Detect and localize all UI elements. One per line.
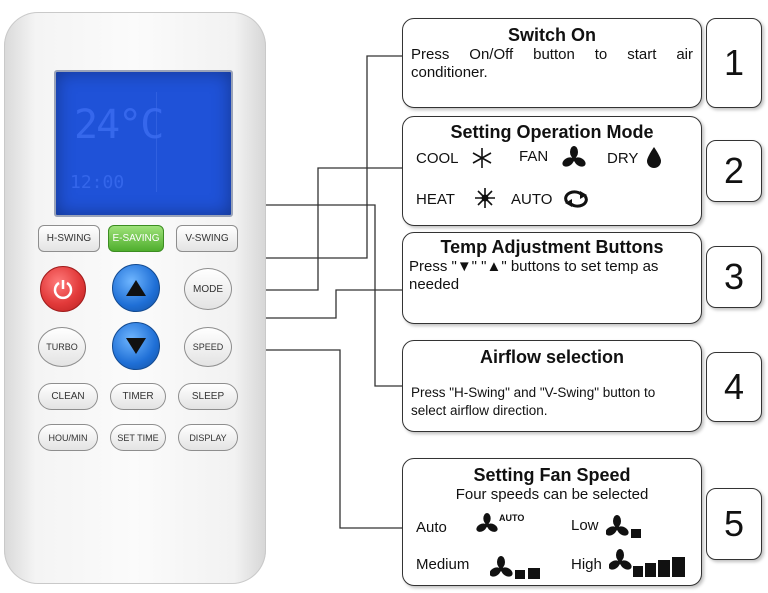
temp-down-button[interactable] [112, 322, 160, 370]
step-number: 2 [706, 140, 762, 202]
fan-icon [476, 513, 498, 532]
step-number: 3 [706, 246, 762, 308]
speed-medium-label: Medium [416, 556, 470, 573]
callout-airflow: Airflow selection Press "H-Swing" and "V… [402, 340, 702, 432]
mode-cool-label: COOL [416, 150, 459, 167]
e-saving-button[interactable]: E-SAVING [108, 225, 164, 252]
callout-text: Press "▼" "▲" buttons to set temp as nee… [409, 258, 659, 293]
callout-title: Switch On [507, 25, 596, 45]
callout-title: Temp Adjustment Buttons [440, 237, 664, 257]
callout-switch-on: Switch On Press On/Off button to start a… [402, 18, 702, 108]
callout-operation-mode: Setting Operation Mode [402, 116, 702, 226]
lcd-time: 12:00 [70, 172, 125, 193]
turbo-button[interactable]: TURBO [38, 327, 86, 367]
v-swing-button[interactable]: V-SWING [176, 225, 238, 252]
step-number: 5 [706, 488, 762, 560]
arrow-up-icon [126, 280, 146, 296]
mode-button[interactable]: MODE [184, 268, 232, 310]
callout-title: Setting Operation Mode [450, 122, 654, 142]
step-number: 1 [706, 18, 762, 108]
mode-dry-label: DRY [607, 150, 639, 167]
mode-auto-label: AUTO [511, 191, 553, 208]
power-icon [53, 280, 73, 300]
clean-button[interactable]: CLEAN [38, 383, 98, 410]
step-number: 4 [706, 352, 762, 422]
temp-up-button[interactable] [112, 264, 160, 312]
fan-speed-high-icon [609, 549, 685, 577]
lcd-divider [156, 92, 157, 192]
callout-subtitle: Four speeds can be selected [455, 486, 649, 503]
hou-min-button[interactable]: HOU/MIN [38, 424, 98, 451]
callout-text: Press "H-Swing" and "V-Swing" button to … [411, 385, 656, 418]
set-time-button[interactable]: SET TIME [110, 424, 166, 451]
speed-auto-label: Auto [416, 519, 447, 536]
arrow-down-icon [126, 338, 146, 354]
snowflake-icon [472, 148, 492, 168]
callout-temp-adjustment: Temp Adjustment Buttons Press "▼" "▲" bu… [402, 232, 702, 324]
callout-title: Airflow selection [479, 347, 625, 367]
cycle-icon [564, 190, 588, 208]
sun-icon [475, 188, 495, 208]
fan-speed-low-icon [606, 515, 641, 538]
speed-low-label: Low [571, 517, 599, 534]
mode-fan-label: FAN [519, 148, 549, 165]
speed-button[interactable]: SPEED [184, 327, 232, 367]
power-button[interactable] [40, 266, 86, 312]
lcd-temperature: 24°C [74, 102, 164, 148]
water-drop-icon [647, 147, 661, 168]
mode-heat-label: HEAT [416, 191, 455, 208]
fan-icon [562, 146, 586, 167]
display-button[interactable]: DISPLAY [178, 424, 238, 451]
timer-button[interactable]: TIMER [110, 383, 166, 410]
callout-title: Setting Fan Speed [473, 465, 631, 485]
speed-high-label: High [571, 556, 602, 573]
sleep-button[interactable]: SLEEP [178, 383, 238, 410]
fan-speed-medium-icon [490, 556, 540, 579]
h-swing-button[interactable]: H-SWING [38, 225, 100, 252]
lcd-display: 24°C 12:00 [54, 70, 233, 217]
auto-badge: AUTO [499, 513, 525, 523]
callout-text: Press On/Off button to start air conditi… [411, 46, 693, 81]
